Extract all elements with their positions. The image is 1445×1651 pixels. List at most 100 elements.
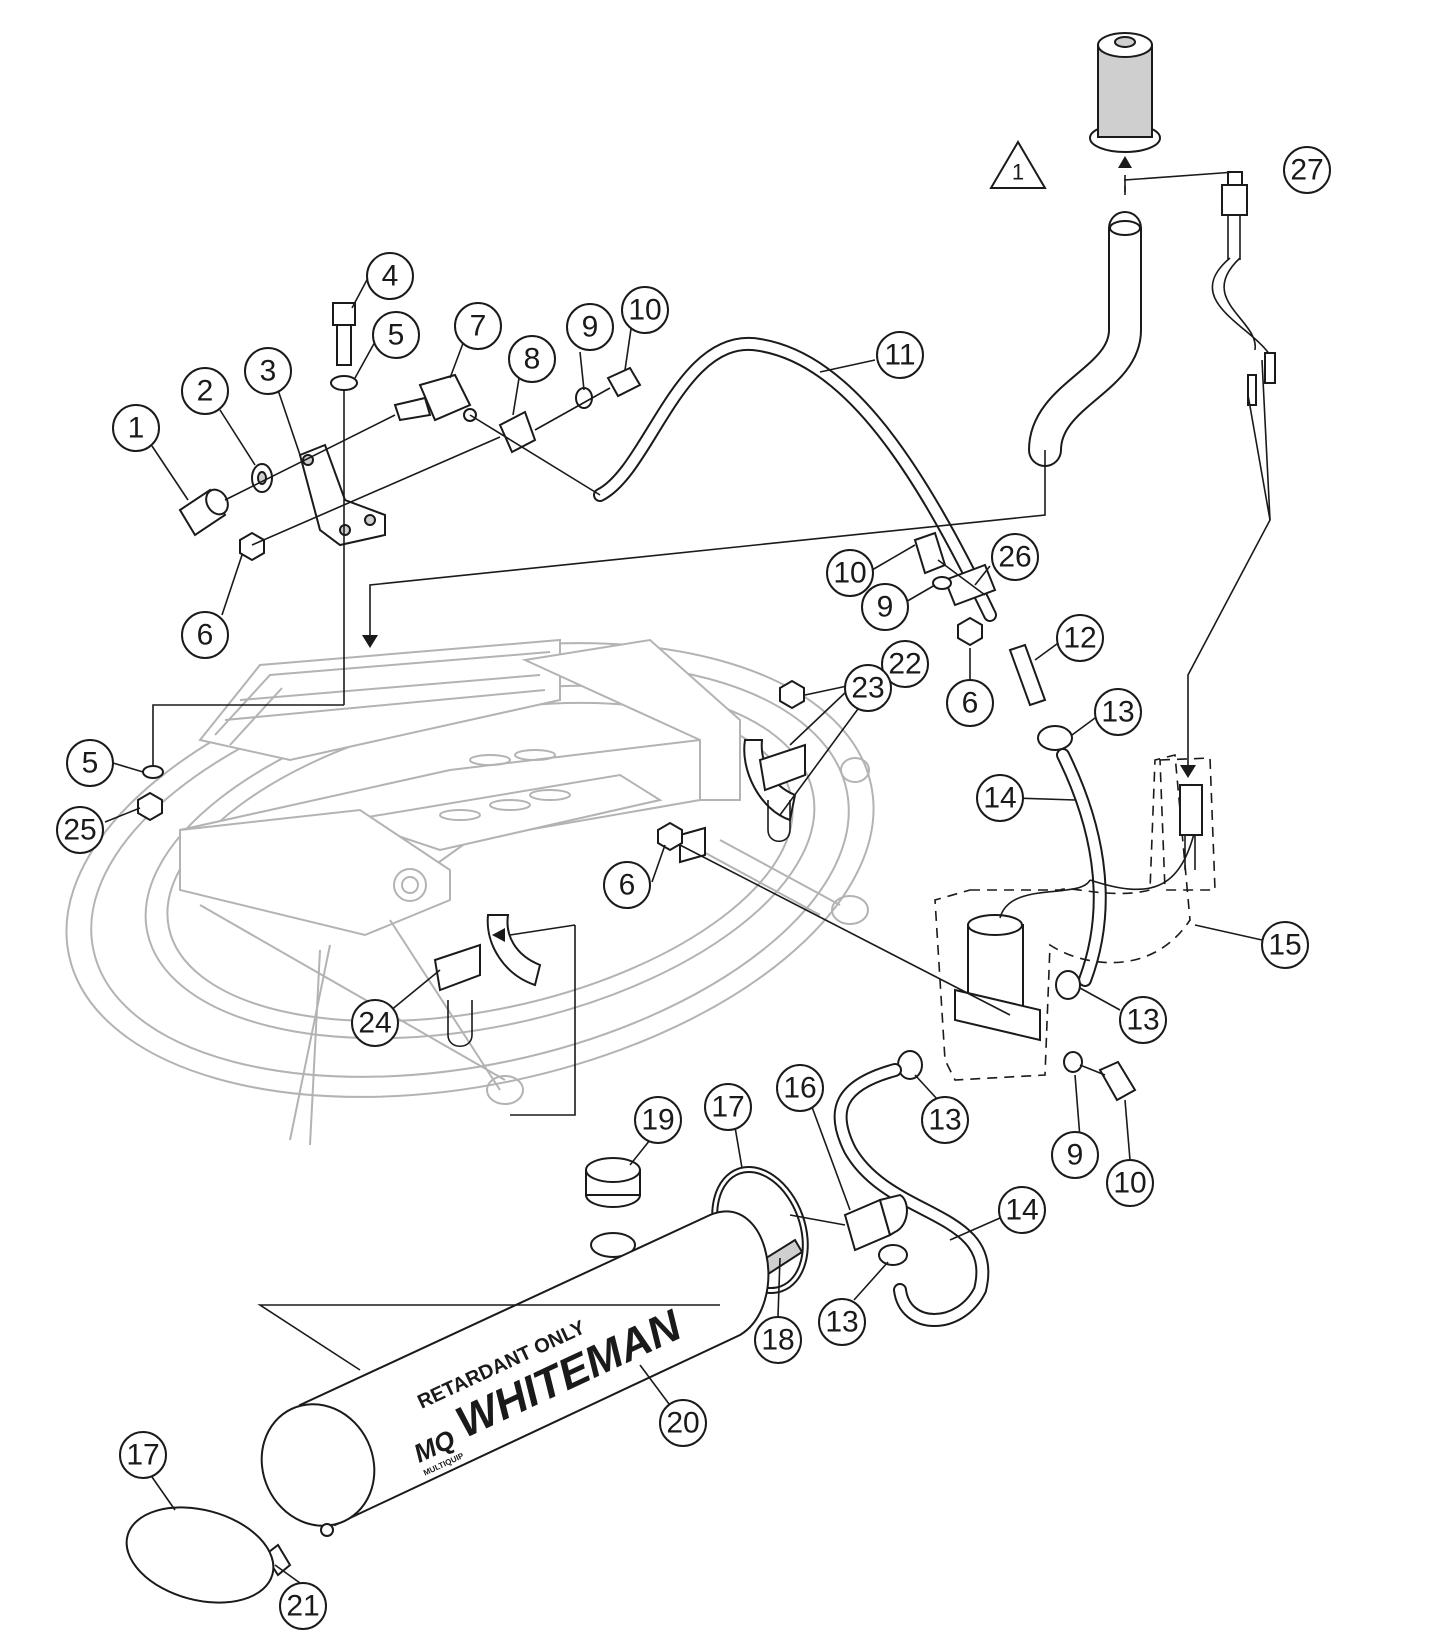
svg-text:9: 9 (1067, 1139, 1084, 1172)
part-connector (1008, 643, 1047, 707)
part-elbow-fitting (843, 1193, 908, 1252)
callout-17: 17 (119, 1431, 167, 1479)
part-hose-clamp (878, 1244, 908, 1266)
svg-text:13: 13 (825, 1306, 858, 1339)
svg-text:13: 13 (1126, 1004, 1159, 1037)
part-u-bolt (447, 1000, 473, 1048)
callout-9: 9 (861, 583, 909, 631)
part-handle-grip (1089, 32, 1161, 153)
part-bolt (913, 531, 947, 575)
svg-text:6: 6 (962, 687, 979, 720)
part-nut (779, 679, 805, 710)
callout-13: 13 (921, 1096, 969, 1144)
callout-18: 18 (754, 1316, 802, 1364)
svg-text:6: 6 (619, 869, 636, 902)
callout-10: 10 (1106, 1159, 1154, 1207)
pump-assembly-outline (934, 753, 1191, 1081)
part-nut (657, 821, 683, 852)
callout-15: 15 (1261, 921, 1309, 969)
svg-text:18: 18 (761, 1324, 794, 1357)
svg-text:1: 1 (128, 412, 145, 445)
svg-text:21: 21 (286, 1590, 319, 1623)
svg-text:10: 10 (1113, 1167, 1146, 1200)
svg-text:12: 12 (1063, 622, 1096, 655)
part-hose (1056, 748, 1107, 987)
svg-text:6: 6 (197, 619, 214, 652)
svg-text:22: 22 (888, 648, 921, 681)
callout-12: 12 (1056, 614, 1104, 662)
part-bolt (332, 302, 356, 366)
part-retainer (486, 914, 542, 987)
svg-text:19: 19 (641, 1104, 674, 1137)
svg-text:17: 17 (711, 1091, 744, 1124)
part-nut (957, 616, 983, 647)
callout-4: 4 (366, 252, 414, 300)
svg-text:24: 24 (358, 1007, 391, 1040)
part-hose-clamp (1037, 725, 1073, 751)
callout-27: 27 (1283, 146, 1331, 194)
part-hose-clamp (897, 1050, 923, 1080)
callout-6: 6 (603, 861, 651, 909)
parts (125, 32, 1276, 1604)
svg-text:10: 10 (833, 557, 866, 590)
part-connector-plug (1179, 784, 1203, 870)
callout-7: 7 (454, 302, 502, 350)
callout-20: 20 (659, 1399, 707, 1447)
callout-21: 21 (279, 1582, 327, 1630)
trowel-frame-ghost (65, 638, 875, 1146)
svg-text:1: 1 (1012, 160, 1024, 185)
svg-text:8: 8 (524, 343, 541, 376)
part-tank (260, 1210, 770, 1537)
svg-text:4: 4 (382, 260, 399, 293)
part-bolt (606, 366, 642, 398)
svg-text:9: 9 (582, 311, 599, 344)
part-bracket (298, 443, 386, 547)
svg-text:25: 25 (63, 814, 96, 847)
callout-10: 10 (621, 286, 669, 334)
part-nut (137, 791, 163, 822)
svg-text:27: 27 (1290, 154, 1323, 187)
callout-1: 1 (112, 404, 160, 452)
part-bolt (1098, 1060, 1137, 1102)
callout-24: 24 (351, 999, 399, 1047)
arrowhead (492, 928, 505, 942)
part-clamp (498, 410, 537, 454)
part-pump (954, 829, 1196, 1042)
warning-triangle-icon: 1 (989, 140, 1047, 189)
svg-text:2: 2 (197, 375, 214, 408)
callout-6: 6 (181, 611, 229, 659)
callout-10: 10 (826, 549, 874, 597)
part-u-bolt (767, 800, 791, 843)
callout-19: 19 (634, 1096, 682, 1144)
part-bracket-hole (364, 514, 376, 526)
assembly-lines (152, 156, 1271, 1371)
callout-16: 16 (776, 1064, 824, 1112)
svg-text:11: 11 (884, 339, 915, 372)
part-bracket (433, 943, 481, 992)
callout-13: 13 (1119, 996, 1167, 1044)
svg-text:5: 5 (388, 319, 405, 352)
svg-text:3: 3 (260, 355, 277, 388)
svg-text:20: 20 (666, 1407, 699, 1440)
callout-9: 9 (566, 303, 614, 351)
svg-text:7: 7 (470, 310, 487, 343)
arrowhead (1118, 156, 1132, 168)
part-hose (593, 336, 997, 622)
svg-text:5: 5 (82, 747, 99, 780)
part-washer (330, 375, 358, 391)
callout-2: 2 (181, 367, 229, 415)
callout-leaders (104, 275, 1263, 1584)
part-washer (1063, 1051, 1083, 1073)
svg-text:14: 14 (1005, 1194, 1038, 1227)
part-nut (239, 531, 265, 562)
part-washer (142, 765, 164, 779)
callout-3: 3 (244, 347, 292, 395)
callout-13: 13 (818, 1298, 866, 1346)
callout-23: 23 (844, 664, 892, 712)
svg-text:10: 10 (628, 294, 661, 327)
callout-14: 14 (976, 774, 1024, 822)
part-bracket (758, 743, 806, 792)
arrowhead (362, 635, 378, 648)
callout-13: 13 (1094, 688, 1142, 736)
